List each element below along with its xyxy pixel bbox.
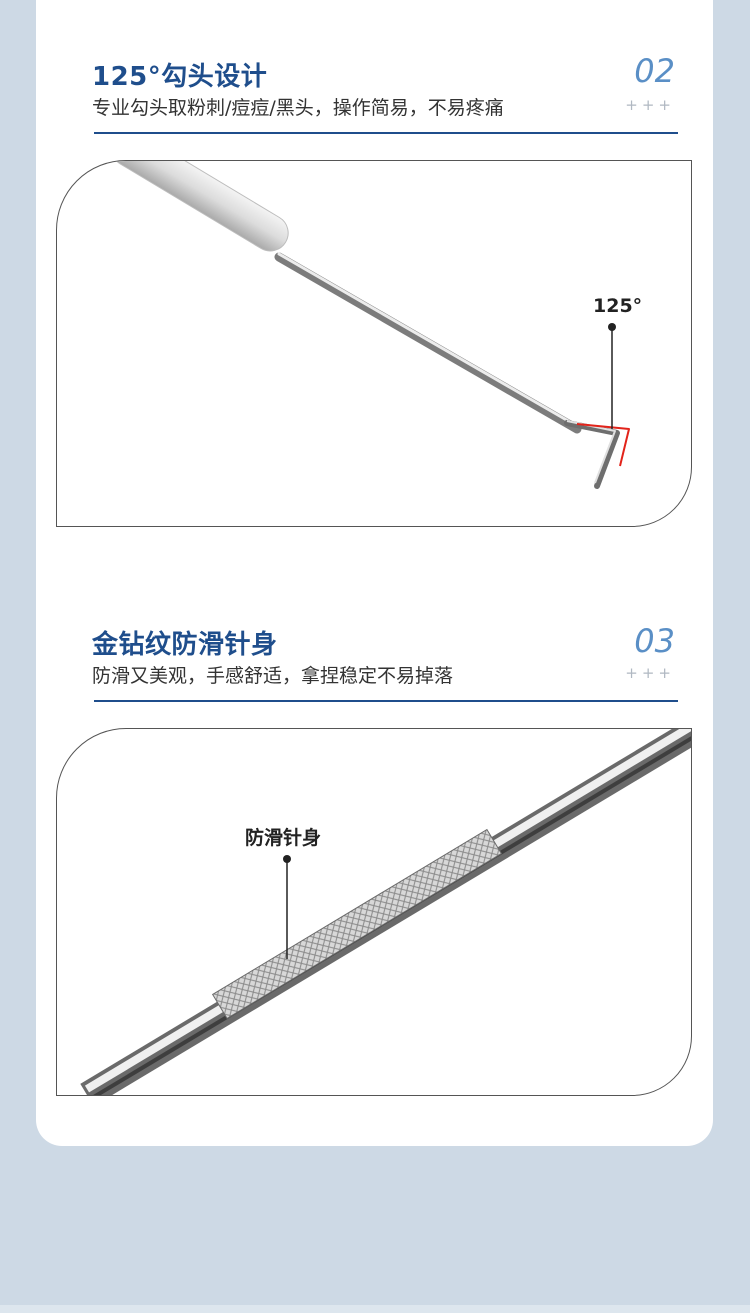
- section-number: 03: [634, 622, 675, 660]
- section-number: 02: [634, 52, 675, 90]
- section-divider: [94, 132, 678, 134]
- section-subtitle: 防滑又美观，手感舒适，拿捏稳定不易掉落: [92, 665, 454, 687]
- section-title: 金钻纹防滑针身: [92, 630, 278, 660]
- section-divider: [94, 700, 678, 702]
- hook-product-image: 125°: [56, 160, 692, 527]
- textured-shaft-image: 防滑针身: [56, 728, 692, 1096]
- decorative-plus-signs: +++: [625, 664, 675, 682]
- content-card: 125°勾头设计 专业勾头取粉刺/痘痘/黑头，操作简易，不易疼痛 02 +++: [36, 0, 713, 1146]
- section-subtitle: 专业勾头取粉刺/痘痘/黑头，操作简易，不易疼痛: [92, 97, 504, 119]
- decorative-plus-signs: +++: [625, 96, 675, 114]
- bottom-strip: [0, 1305, 750, 1313]
- section-title: 125°勾头设计: [92, 62, 268, 92]
- shaft-callout-label: 防滑针身: [245, 827, 322, 849]
- textured-shaft-illustration: [80, 729, 691, 1095]
- hook-tool-illustration: [111, 161, 630, 489]
- angle-callout-label: 125°: [593, 295, 643, 317]
